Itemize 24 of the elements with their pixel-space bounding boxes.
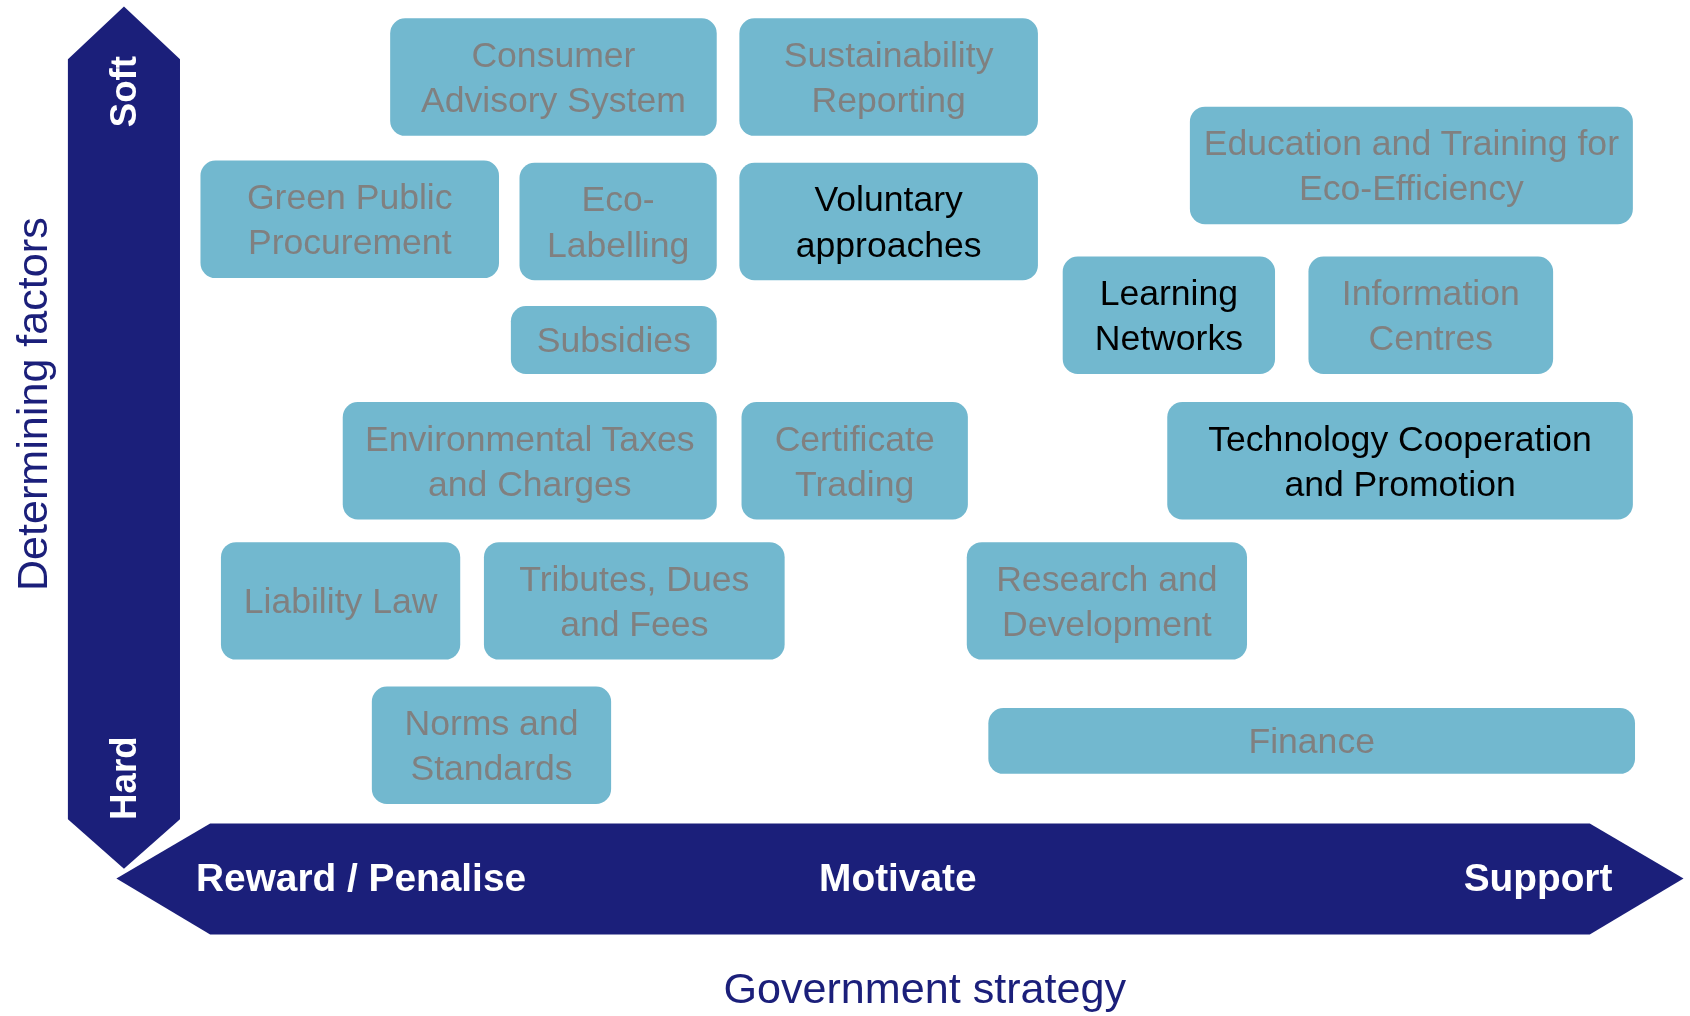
instrument-box: Consumer Advisory System: [390, 18, 717, 136]
instrument-box: Learning Networks: [1062, 256, 1276, 374]
instrument-box: Norms and Standards: [371, 686, 612, 805]
instrument-box: Research and Development: [966, 542, 1247, 660]
instrument-box: Environmental Taxes and Charges: [342, 402, 717, 520]
instrument-box: Voluntary approaches: [739, 162, 1038, 281]
instrument-box: Education and Training for Eco-Efficiency: [1189, 106, 1633, 225]
instrument-box: Technology Cooperation and Promotion: [1167, 402, 1633, 520]
axis-end-label: Soft: [102, 56, 145, 128]
instrument-box: Certificate Trading: [741, 402, 968, 520]
instrument-box: Finance: [988, 708, 1635, 774]
instrument-box: Liability Law: [220, 542, 461, 660]
axis-title: Determining factors: [8, 217, 57, 592]
instrument-box: Tributes, Dues and Fees: [483, 542, 785, 660]
instrument-box: Green Public Procurement: [200, 160, 499, 279]
axis-title: Government strategy: [723, 964, 1127, 1013]
instrument-box: Eco-Labelling: [519, 162, 717, 281]
instrument-box: Sustainability Reporting: [739, 18, 1038, 136]
axis-point-label: Reward / Penalise: [196, 855, 527, 902]
instrument-box: Subsidies: [510, 306, 717, 374]
axis-end-label: Hard: [102, 736, 145, 820]
axis-point-label: Support: [1463, 855, 1613, 902]
instrument-box: Information Centres: [1308, 256, 1554, 374]
axis-point-label: Motivate: [819, 855, 977, 902]
